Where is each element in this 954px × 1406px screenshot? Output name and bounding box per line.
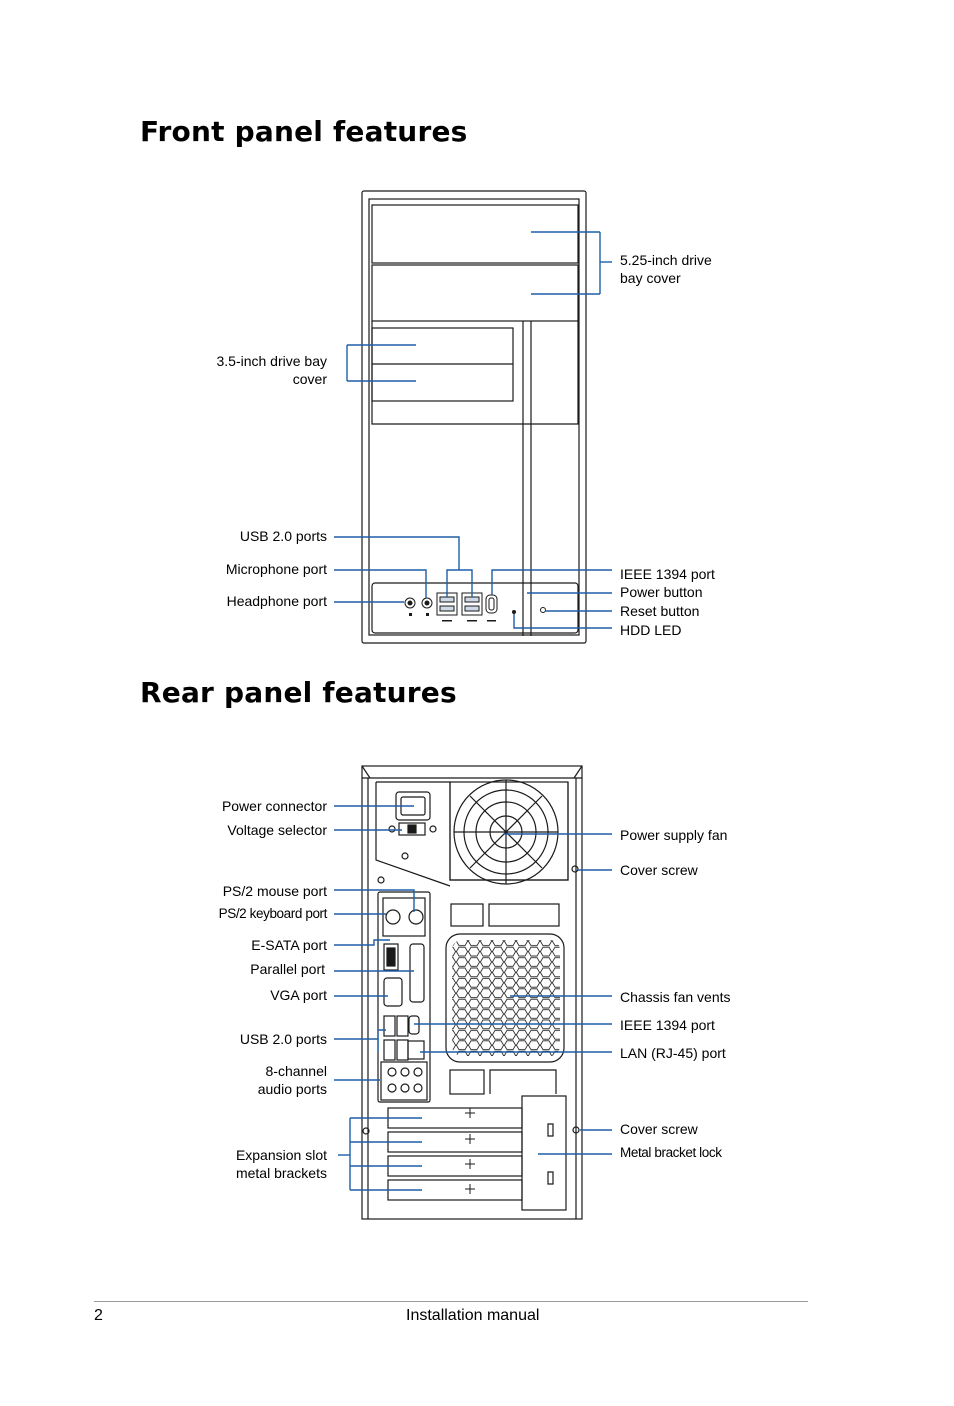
rear-usb-label: USB 2.0 ports: [239, 1031, 327, 1047]
drive-525-label-line2: bay cover: [620, 270, 681, 286]
audio-label-line1: 8-channel: [265, 1063, 328, 1079]
drive-bay-525-top: [371, 204, 579, 264]
power-connector-label: Power connector: [221, 798, 327, 814]
drive-35-label-line1: 3.5-inch drive bay: [216, 353, 327, 369]
ps2-mouse-label: PS/2 mouse port: [222, 883, 327, 899]
cover-screw-bottom-label: Cover screw: [620, 1121, 698, 1137]
microphone-label: Microphone port: [225, 561, 327, 577]
esata-port-icon: [383, 943, 399, 971]
parallel-port-icon: [409, 943, 425, 1003]
microphone-jack-icon: [421, 597, 433, 609]
rear-usb-icon: [383, 1015, 396, 1037]
expansion-slot-label-line2: metal brackets: [235, 1165, 327, 1181]
front-usb-label: USB 2.0 ports: [239, 528, 327, 544]
rear-ieee-label: IEEE 1394 port: [620, 1017, 715, 1033]
drive-35-label: 3.5-inch drive bay cover: [196, 352, 327, 388]
voltage-selector-label: Voltage selector: [227, 822, 327, 838]
rear-panel-heading: Rear panel features: [140, 676, 457, 709]
footer-rule: [94, 1301, 808, 1302]
metal-bracket-lock-icon: [521, 1095, 567, 1211]
rear-ieee1394-icon: [408, 1015, 420, 1035]
drive-35-label-line2: cover: [292, 371, 327, 387]
chassis-fan-vents-icon: [452, 940, 560, 1056]
esata-label: E-SATA port: [251, 937, 327, 953]
ps2-keyboard-label: PS/2 keyboard port: [218, 906, 328, 921]
psu-fan-label: Power supply fan: [620, 827, 728, 843]
power-button-label: Power button: [620, 584, 703, 600]
audio-label: 8-channel audio ports: [186, 1062, 327, 1098]
drive-525-label-line1: 5.25-inch drive: [620, 252, 712, 268]
rear-io-shield: [377, 891, 431, 1103]
parallel-label: Parallel port: [250, 961, 325, 977]
lan-port-icon: [407, 1040, 425, 1060]
ps2-keyboard-icon: [385, 909, 401, 925]
ps2-mouse-icon: [408, 909, 424, 925]
headphone-jack-icon: [404, 597, 416, 609]
bracket-lock-label: Metal bracket lock: [620, 1145, 722, 1160]
front-panel-heading: Front panel features: [140, 115, 468, 148]
footer-doc-title: Installation manual: [406, 1307, 540, 1324]
reset-button-icon: [540, 607, 546, 613]
audio-ports-icon: [380, 1061, 428, 1101]
hdd-led-icon: [512, 610, 516, 614]
drive-bay-525-bottom: [371, 264, 579, 322]
front-io-panel: [371, 582, 579, 634]
drive-525-label: 5.25-inch drive bay cover: [620, 251, 712, 287]
vga-label: VGA port: [270, 987, 327, 1003]
expansion-slot-label-line1: Expansion slot: [235, 1147, 327, 1163]
reset-button-label: Reset button: [620, 603, 700, 619]
chassis-vents-label: Chassis fan vents: [620, 989, 731, 1005]
page-number: 2: [94, 1307, 103, 1324]
front-bezel: [368, 198, 580, 636]
expansion-slot-label: Expansion slot metal brackets: [186, 1146, 327, 1182]
hdd-led-label: HDD LED: [620, 622, 682, 638]
front-ieee-label: IEEE 1394 port: [620, 566, 715, 582]
headphone-label: Headphone port: [226, 593, 327, 609]
vga-port-icon: [383, 977, 403, 1007]
lan-label: LAN (RJ-45) port: [620, 1045, 726, 1061]
rear-case-outline: [361, 765, 583, 1220]
cover-screw-top-label: Cover screw: [620, 862, 698, 878]
front-case-outline: [361, 190, 587, 644]
voltage-selector-icon: [398, 822, 426, 836]
audio-label-line2: audio ports: [257, 1081, 327, 1097]
